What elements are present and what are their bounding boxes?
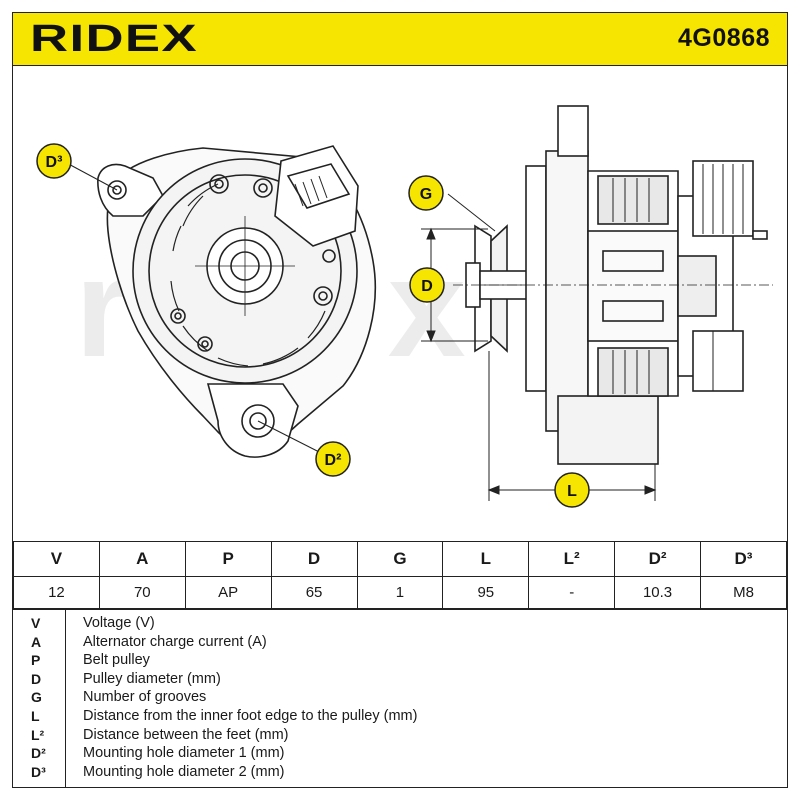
- legend-symbol: A: [31, 633, 42, 650]
- spec-value: AP: [184, 576, 272, 609]
- legend-description: Distance from the inner foot edge to the…: [83, 708, 418, 724]
- legend-symbol: D²: [31, 745, 46, 762]
- technical-drawing: ridex: [36, 105, 773, 508]
- spec-header: D: [270, 541, 358, 577]
- legend-symbol: L: [31, 708, 40, 724]
- spec-header: L²: [528, 541, 616, 577]
- spec-value-row: 12 70 AP 65 1 95 - 10.3 M8: [13, 576, 787, 609]
- spec-header: D³: [700, 541, 787, 577]
- legend-symbol-column: [13, 610, 66, 788]
- spec-value: 12: [13, 576, 100, 609]
- legend-description: Distance between the feet (mm): [83, 726, 289, 743]
- alternator-side-view: [465, 105, 768, 465]
- legend-description: Voltage (V): [83, 615, 155, 631]
- legend-item: L Distance from the inner foot edge to t…: [13, 707, 787, 726]
- legend-item: L² Distance between the feet (mm): [13, 726, 787, 745]
- brand-text: RIDEX: [30, 20, 198, 56]
- spec-value: -: [528, 576, 616, 609]
- part-number: 4G0868: [678, 24, 770, 52]
- spec-value: 95: [442, 576, 530, 609]
- legend: V Voltage (V) A Alternator charge curren…: [13, 609, 787, 788]
- spec-header: V: [13, 541, 100, 577]
- legend-description: Alternator charge current (A): [83, 633, 267, 650]
- legend-symbol: P: [31, 652, 41, 669]
- alternator-front-view: [97, 145, 377, 458]
- spec-header: A: [98, 541, 186, 577]
- legend-description: Mounting hole diameter 2 (mm): [83, 763, 285, 780]
- legend-symbol: V: [31, 615, 41, 631]
- legend-item: A Alternator charge current (A): [13, 633, 787, 652]
- legend-item: G Number of grooves: [13, 688, 787, 707]
- legend-item: D² Mounting hole diameter 1 (mm): [13, 744, 787, 763]
- legend-item: D³ Mounting hole diameter 2 (mm): [13, 763, 787, 782]
- legend-symbol: G: [31, 689, 42, 706]
- legend-item: D Pulley diameter (mm): [13, 670, 787, 689]
- ridex-logo: RIDEX: [30, 20, 198, 56]
- svg-text:D²: D²: [325, 452, 342, 469]
- legend-item: V Voltage (V): [13, 614, 787, 633]
- legend-description: Mounting hole diameter 1 (mm): [83, 745, 285, 762]
- spec-header-row: V A P D G L L² D² D³: [13, 541, 787, 577]
- spec-header: P: [184, 541, 272, 577]
- legend-description: Number of grooves: [83, 689, 207, 706]
- svg-text:D: D: [421, 278, 433, 295]
- spec-header: D²: [614, 541, 701, 577]
- badge-d2: D²: [315, 441, 351, 477]
- legend-symbol: D: [31, 670, 42, 687]
- legend-symbol: D³: [31, 763, 46, 780]
- badge-d: D: [409, 267, 445, 303]
- svg-text:G: G: [420, 186, 432, 203]
- header-bar: [13, 13, 787, 66]
- legend-symbol: L²: [31, 726, 45, 743]
- svg-text:D³: D³: [46, 154, 63, 171]
- legend-item: P Belt pulley: [13, 651, 787, 670]
- front-view-centerlines: [195, 216, 295, 316]
- spec-table: V A P D G L L² D² D³ 12 70 AP 65 1 95 - …: [13, 541, 787, 609]
- legend-description: Belt pulley: [83, 652, 150, 669]
- spec-value: 65: [270, 576, 358, 609]
- badge-d3: D³: [36, 143, 72, 179]
- spec-header: G: [356, 541, 444, 577]
- spec-header: L: [442, 541, 530, 577]
- spec-value: 70: [98, 576, 186, 609]
- spec-value: 1: [356, 576, 444, 609]
- spec-value: 10.3: [614, 576, 701, 609]
- svg-text:L: L: [567, 483, 577, 500]
- badge-g: G: [408, 175, 444, 211]
- spec-value: M8: [700, 576, 787, 609]
- badge-l: L: [554, 472, 590, 508]
- legend-description: Pulley diameter (mm): [83, 670, 221, 687]
- sheet-frame: [12, 12, 788, 788]
